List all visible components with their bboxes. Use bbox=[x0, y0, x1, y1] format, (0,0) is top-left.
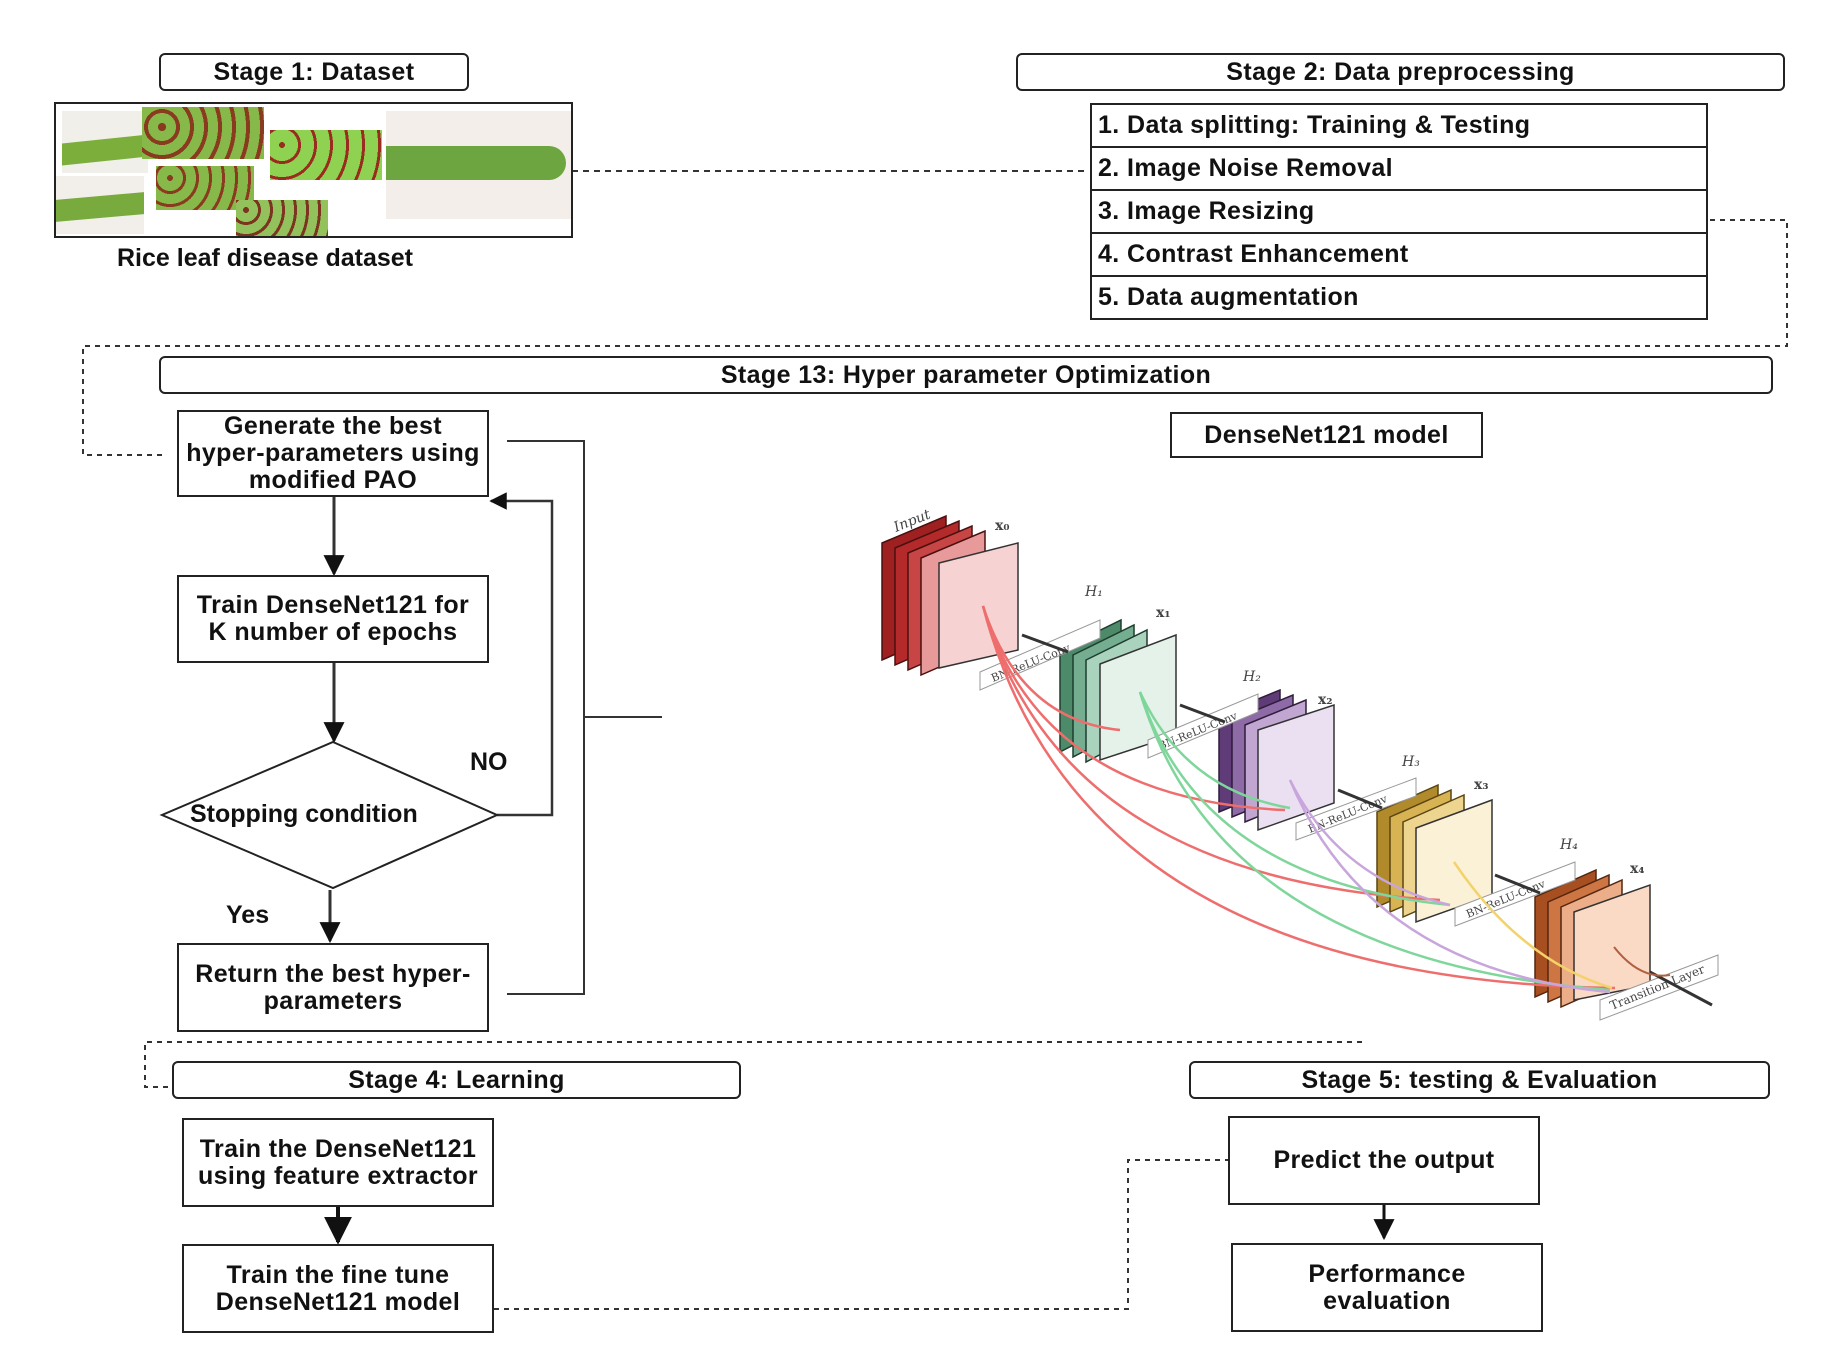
performance-evaluation-box: Performance evaluation bbox=[1231, 1243, 1543, 1332]
stage5-header: Stage 5: testing & Evaluation bbox=[1189, 1061, 1770, 1099]
leaf-image-4 bbox=[270, 130, 382, 180]
h4-label: H₄ bbox=[1559, 837, 1578, 853]
x2-label: x₂ bbox=[1318, 692, 1332, 708]
predict-output-box: Predict the output bbox=[1228, 1116, 1540, 1205]
dash-stage4-to-stage5 bbox=[494, 1159, 1228, 1310]
preprocessing-step-1: 1. Data splitting: Training & Testing bbox=[1090, 103, 1708, 148]
stage1-header: Stage 1: Dataset bbox=[159, 53, 469, 91]
leaf-image-3 bbox=[142, 107, 264, 159]
no-label: NO bbox=[470, 748, 508, 776]
rice-leaf-image-panel bbox=[54, 102, 573, 238]
generate-hyperparameters-box: Generate the best hyper-parameters using… bbox=[177, 410, 489, 497]
x3-label: x₃ bbox=[1474, 777, 1488, 793]
bracket-to-model bbox=[507, 440, 662, 995]
dense-connector-bars bbox=[1021, 633, 1713, 1007]
stopping-condition-label: Stopping condition bbox=[190, 800, 418, 828]
x4-label: x₄ bbox=[1630, 861, 1644, 877]
preprocessing-step-5: 5. Data augmentation bbox=[1090, 275, 1708, 320]
dataset-caption: Rice leaf disease dataset bbox=[117, 244, 413, 272]
stopping-condition-diamond bbox=[159, 740, 500, 890]
leaf-image-6 bbox=[386, 146, 566, 180]
arrow-no-loop bbox=[489, 492, 554, 817]
stage3-header: Stage 13: Hyper parameter Optimization bbox=[159, 356, 1773, 394]
fine-tune-box: Train the fine tune DenseNet121 model bbox=[182, 1244, 494, 1333]
train-k-epochs-box: Train DenseNet121 for K number of epochs bbox=[177, 575, 489, 663]
stage4-header: Stage 4: Learning bbox=[172, 1061, 741, 1099]
h2-label: H₂ bbox=[1242, 669, 1261, 685]
feature-extractor-box: Train the DenseNet121 using feature extr… bbox=[182, 1118, 494, 1207]
dense-layer-3 bbox=[1376, 783, 1493, 924]
preprocessing-step-2: 2. Image Noise Removal bbox=[1090, 146, 1708, 191]
dense-skip-connections bbox=[981, 605, 1671, 994]
input-feature-block bbox=[881, 514, 1019, 677]
yes-label: Yes bbox=[226, 901, 270, 929]
h1-label: H₁ bbox=[1084, 584, 1103, 600]
preprocessing-step-3: 3. Image Resizing bbox=[1090, 189, 1708, 234]
densenet-model-label: DenseNet121 model bbox=[1170, 412, 1483, 458]
x0-label: x₀ bbox=[995, 518, 1009, 534]
x1-label: x₁ bbox=[1156, 605, 1170, 621]
dense-layer-4 bbox=[1534, 868, 1651, 1009]
leaf-image-10 bbox=[236, 200, 328, 236]
h3-label: H₃ bbox=[1401, 754, 1420, 770]
stage2-header: Stage 2: Data preprocessing bbox=[1016, 53, 1785, 91]
return-best-box: Return the best hyper-parameters bbox=[177, 943, 489, 1032]
dash-stage2-to-stage3 bbox=[82, 219, 1788, 456]
